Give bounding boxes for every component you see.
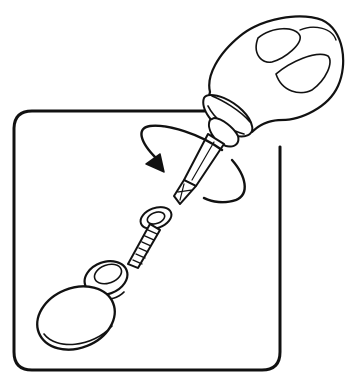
- knob-cap-edge: [43, 325, 113, 346]
- phillips-tip: [173, 179, 197, 205]
- handle-groove-3: [299, 26, 337, 41]
- knob-cap: [36, 285, 116, 351]
- rotation-path-front: [202, 158, 246, 204]
- screw-threads: [132, 229, 158, 265]
- shaft-highlight: [191, 141, 215, 181]
- screw: [127, 223, 161, 269]
- rotation-arrowhead: [145, 153, 165, 173]
- frame: [12, 109, 282, 372]
- collar-ring-2: [211, 95, 251, 123]
- handle-groove-2: [275, 53, 331, 94]
- screwdriver: [173, 15, 345, 205]
- handle-groove-1: [255, 27, 301, 63]
- rotation-path-back: [140, 124, 224, 160]
- screw-head-washer: [139, 206, 173, 230]
- rotation-arrow: [140, 124, 246, 204]
- tip-cross: [177, 183, 193, 201]
- knob: [36, 260, 129, 351]
